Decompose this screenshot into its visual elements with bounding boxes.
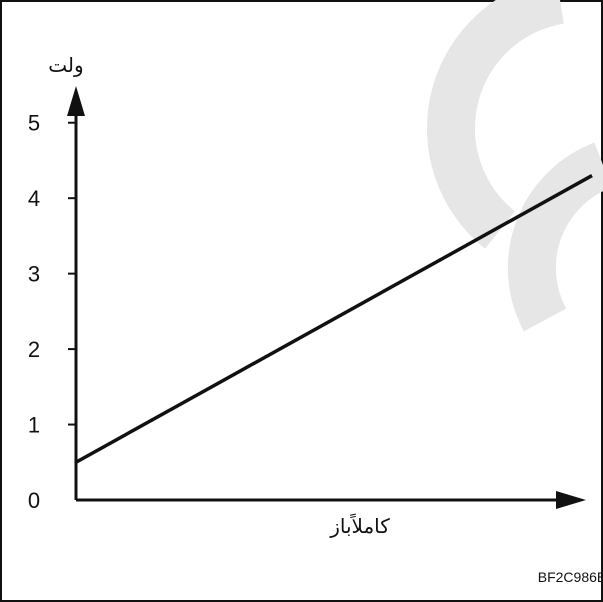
x-axis-arrowhead (556, 491, 586, 509)
x-axis-label: کاملاًباز (329, 513, 390, 538)
watermark-arc-1 (427, 0, 565, 249)
series-layer (75, 174, 593, 464)
y-tick-label: 0 (28, 488, 40, 513)
watermark-arcs (427, 0, 603, 332)
y-ticks: 0 1 2 3 4 5 (28, 111, 76, 513)
watermark-arc-2 (507, 142, 603, 332)
y-axis-label: ولت (48, 53, 83, 77)
y-axis-arrowhead (67, 86, 85, 116)
y-tick-label: 2 (28, 337, 40, 362)
series-line (75, 174, 593, 464)
figure-code: BF2C986B (538, 569, 603, 585)
y-tick-label: 4 (28, 186, 40, 211)
y-tick-label: 1 (28, 413, 40, 438)
y-tick-label: 3 (28, 262, 40, 287)
y-tick-label: 5 (28, 111, 40, 136)
